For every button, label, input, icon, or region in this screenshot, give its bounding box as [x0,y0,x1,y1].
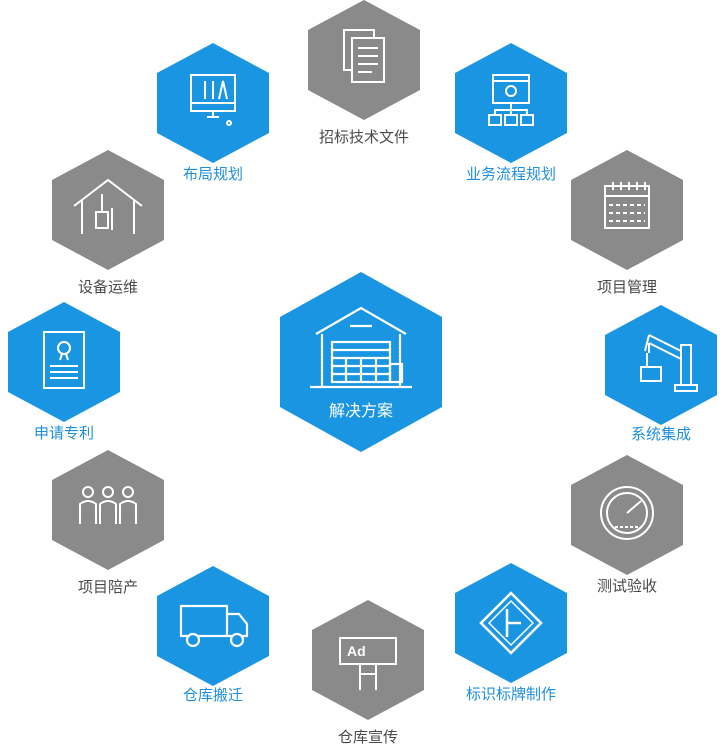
node-label: 仓库宣传 [337,728,398,746]
gauge-icon [600,486,654,540]
node-label: 申请专利 [33,424,94,442]
calendar-icon [604,182,650,229]
node-label: 布局规划 [182,165,243,183]
node-label: 标识标牌制作 [465,685,556,703]
node-label: 仓库搬迁 [182,686,243,704]
hexagon [571,455,683,575]
node-label: 招标技术文件 [318,128,409,146]
node-project-mgmt[interactable]: 项目管理 [565,150,689,296]
node-label: 项目管理 [596,278,657,296]
billboard-text: Ad [347,643,366,659]
certificate-icon [43,331,85,389]
truck-icon [179,604,249,648]
hexagon [455,43,567,163]
node-training[interactable]: 项目陪产 [46,450,170,596]
node-label: 测试验收 [596,577,657,595]
billboard-icon [339,637,397,690]
node-layout[interactable]: 布局规划 [151,43,275,183]
hexagon [571,150,683,270]
node-bid-docs[interactable]: 招标技术文件 [302,0,426,146]
robot-arm-icon [640,334,698,392]
hexagon: Ad [312,600,424,720]
house-tool-icon [73,178,143,234]
center-node: 解决方案 [280,272,442,452]
node-process[interactable]: 业务流程规划 [449,43,573,183]
hexagon [157,43,269,163]
center-hexagon [280,272,442,452]
node-label: 业务流程规划 [465,165,556,183]
hexagon [8,302,120,422]
people-icon [79,486,137,524]
node-relocation[interactable]: 仓库搬迁 [151,566,275,704]
node-integration[interactable]: 系统集成 [599,305,723,443]
node-promotion[interactable]: Ad 仓库宣传 [306,600,430,746]
node-signage[interactable]: 标识标牌制作 [449,563,573,703]
node-maintenance[interactable]: 设备运维 [46,150,170,296]
center-label: 解决方案 [328,401,393,420]
hexagon [455,563,567,683]
node-label: 系统集成 [630,425,691,443]
node-patent[interactable]: 申请专利 [2,302,126,442]
documents-icon [343,29,385,83]
hexagon [308,0,420,120]
monitor-design-icon [190,74,236,126]
node-label: 项目陪产 [77,578,138,596]
flowchart-icon [488,74,534,126]
hexagon [157,566,269,686]
hexagon [52,450,164,570]
hexagon [52,150,164,270]
node-label: 设备运维 [77,278,138,296]
road-sign-icon [479,591,543,655]
warehouse-icon [310,306,412,389]
hexagon [605,305,717,425]
node-acceptance[interactable]: 测试验收 [565,455,689,595]
